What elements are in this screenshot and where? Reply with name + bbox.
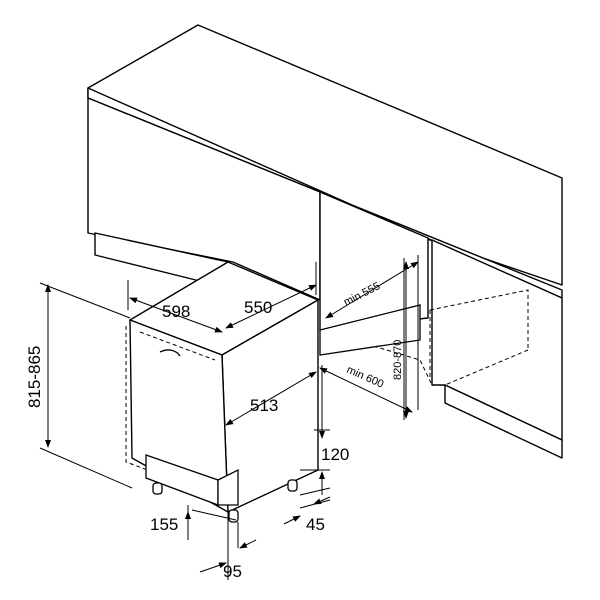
foot-front-right [228,509,239,523]
dimension-lines [45,261,419,573]
foot-back-right [287,479,298,492]
label-width: 598 [162,302,190,321]
label-height-range: 815-865 [25,346,44,408]
label-foot-offset: 45 [306,515,325,534]
dishwasher-unit [129,261,319,513]
niche-outline [319,289,529,386]
kitchen-cabinet-assembly [87,24,563,459]
label-plinth-height: 120 [321,445,349,464]
label-foot-height: 155 [150,515,178,534]
label-niche-height-range: 820-870 [392,340,404,380]
dishwasher-feet [152,479,298,523]
foot-front-left [152,482,163,495]
kickplate [145,454,239,506]
label-inner-depth: 513 [250,396,278,415]
left-cabinet-front [87,97,321,301]
label-foot-inset: 95 [223,562,242,581]
right-cabinet-plinth [444,384,563,459]
door-handle [159,349,181,357]
label-depth: 550 [244,298,272,317]
label-niche-width-min: min 600 [345,364,386,391]
